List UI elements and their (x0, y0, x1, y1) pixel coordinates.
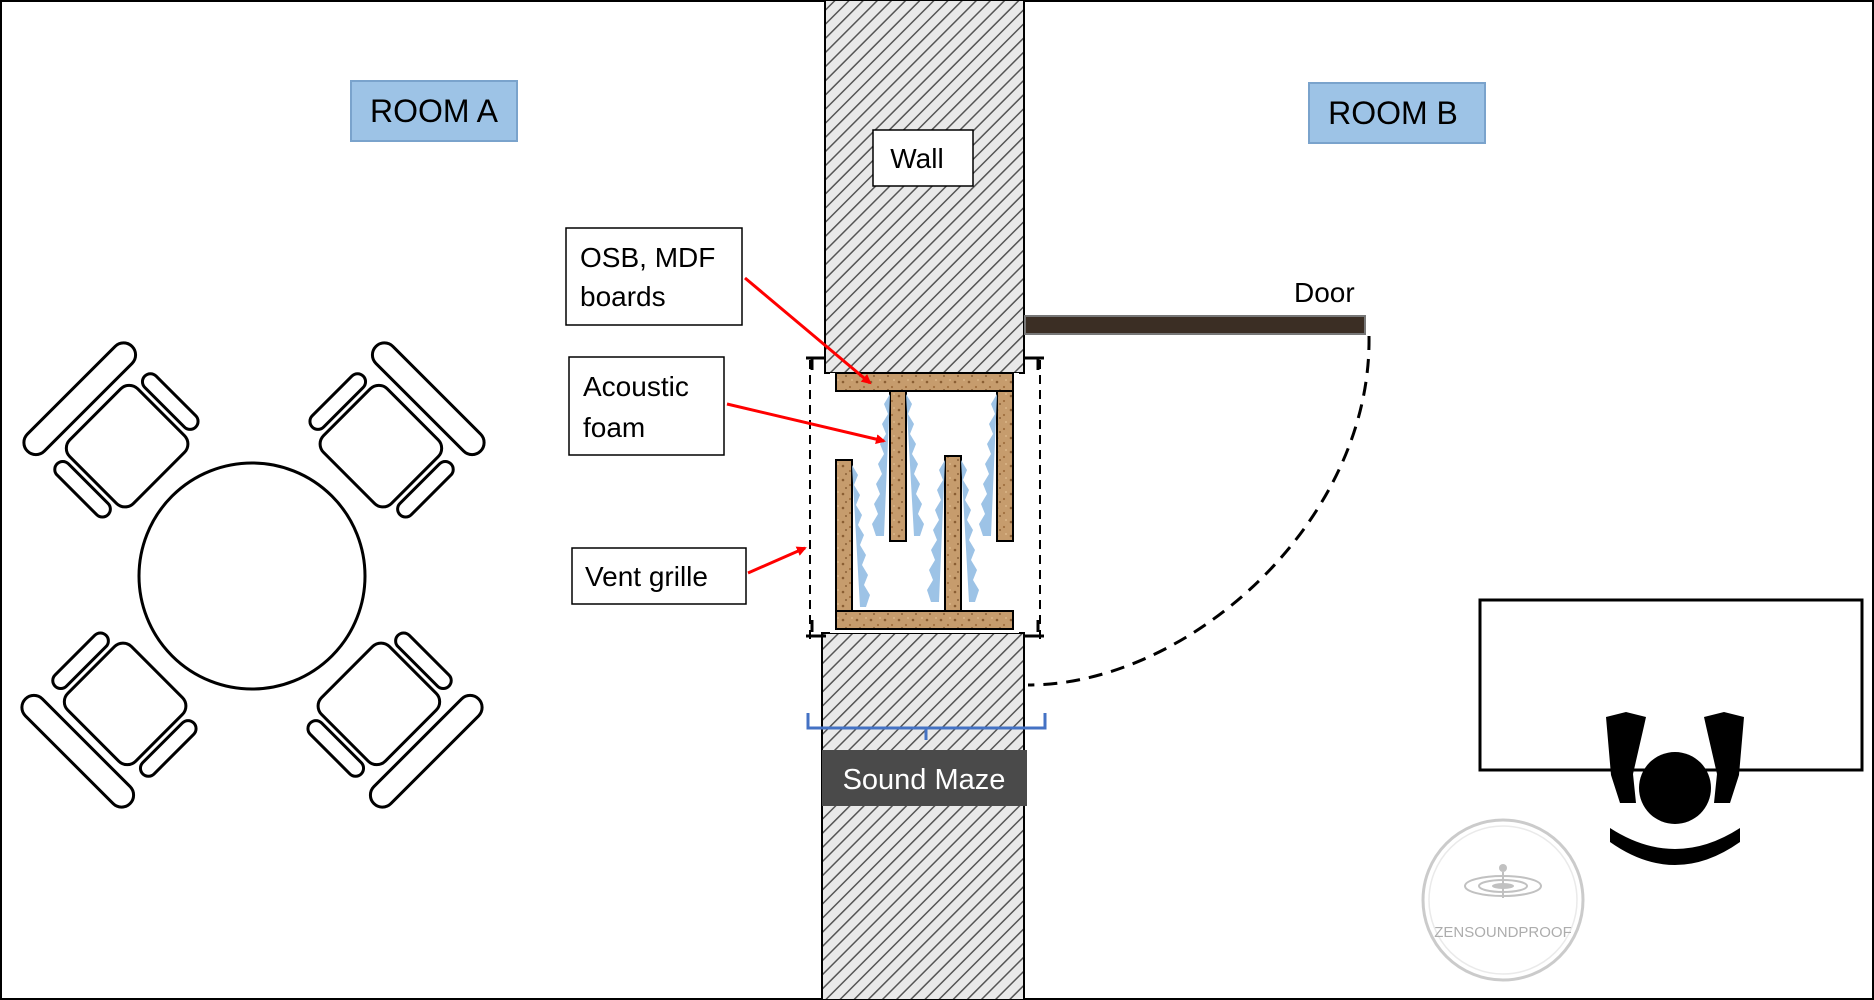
zensoundproof-watermark: ZENSOUNDPROOF (1421, 818, 1585, 982)
boards-arrow (744, 276, 872, 385)
sound-maze-bracket (806, 713, 1047, 740)
table-with-chairs (20, 341, 486, 809)
baffle-1 (835, 459, 853, 612)
foam-3 (906, 394, 924, 536)
door-swing-arc (1027, 335, 1371, 687)
watermark-text: ZENSOUNDPROOF (1434, 924, 1572, 941)
room-a-text: ROOM A (370, 93, 499, 129)
boards-callout: OSB, MDF boards (565, 227, 872, 385)
person-shoulders (1610, 828, 1740, 865)
foam-4 (927, 460, 945, 602)
board-top (835, 372, 1014, 392)
foam-5 (961, 460, 979, 602)
grille-bracket-br (1024, 620, 1044, 638)
person-head (1639, 752, 1711, 824)
wall-text: Wall (890, 143, 943, 174)
grille-bracket-tl (806, 356, 826, 370)
room-a-label: ROOM A (350, 80, 518, 142)
vent-arrow (747, 546, 807, 575)
vent-text: Vent grille (585, 561, 708, 592)
wall-lower (821, 632, 1025, 1000)
sound-maze (806, 356, 1044, 640)
board-bottom (835, 610, 1014, 630)
chair-top-right (308, 341, 486, 519)
foam-6 (979, 394, 997, 536)
sound-maze-text: Sound Maze (843, 764, 1006, 796)
chair-bottom-left (20, 631, 198, 809)
baffle-2 (889, 390, 907, 542)
room-b-label: ROOM B (1308, 82, 1486, 144)
baffle-3 (944, 455, 962, 612)
vent-callout: Vent grille (571, 546, 807, 605)
chair-top-left (22, 341, 200, 519)
boards-text-line1: OSB, MDF (580, 242, 715, 273)
chair-bottom-right (306, 631, 484, 809)
foam-text-line2: foam (583, 412, 645, 443)
boards-text-line2: boards (580, 281, 666, 312)
foam-callout: Acoustic foam (568, 356, 886, 456)
foam-1 (852, 465, 870, 607)
foam-2 (872, 394, 890, 536)
desk (1478, 598, 1864, 772)
wall-label: Wall (872, 129, 974, 187)
door-leaf (1024, 315, 1366, 335)
grille-bracket-bl (806, 620, 826, 638)
person-left-arm (1606, 712, 1646, 803)
door: Door (1024, 277, 1371, 687)
foam-text-line1: Acoustic (583, 371, 689, 402)
desk-with-person (1478, 598, 1864, 865)
room-b-text: ROOM B (1328, 95, 1458, 131)
baffle-4 (996, 390, 1014, 542)
person-right-arm (1704, 712, 1744, 803)
round-table (137, 461, 367, 691)
door-label: Door (1294, 277, 1355, 308)
grille-bracket-tr (1024, 356, 1044, 370)
sound-maze-label: Sound Maze (806, 713, 1047, 806)
foam-arrow (726, 402, 886, 445)
